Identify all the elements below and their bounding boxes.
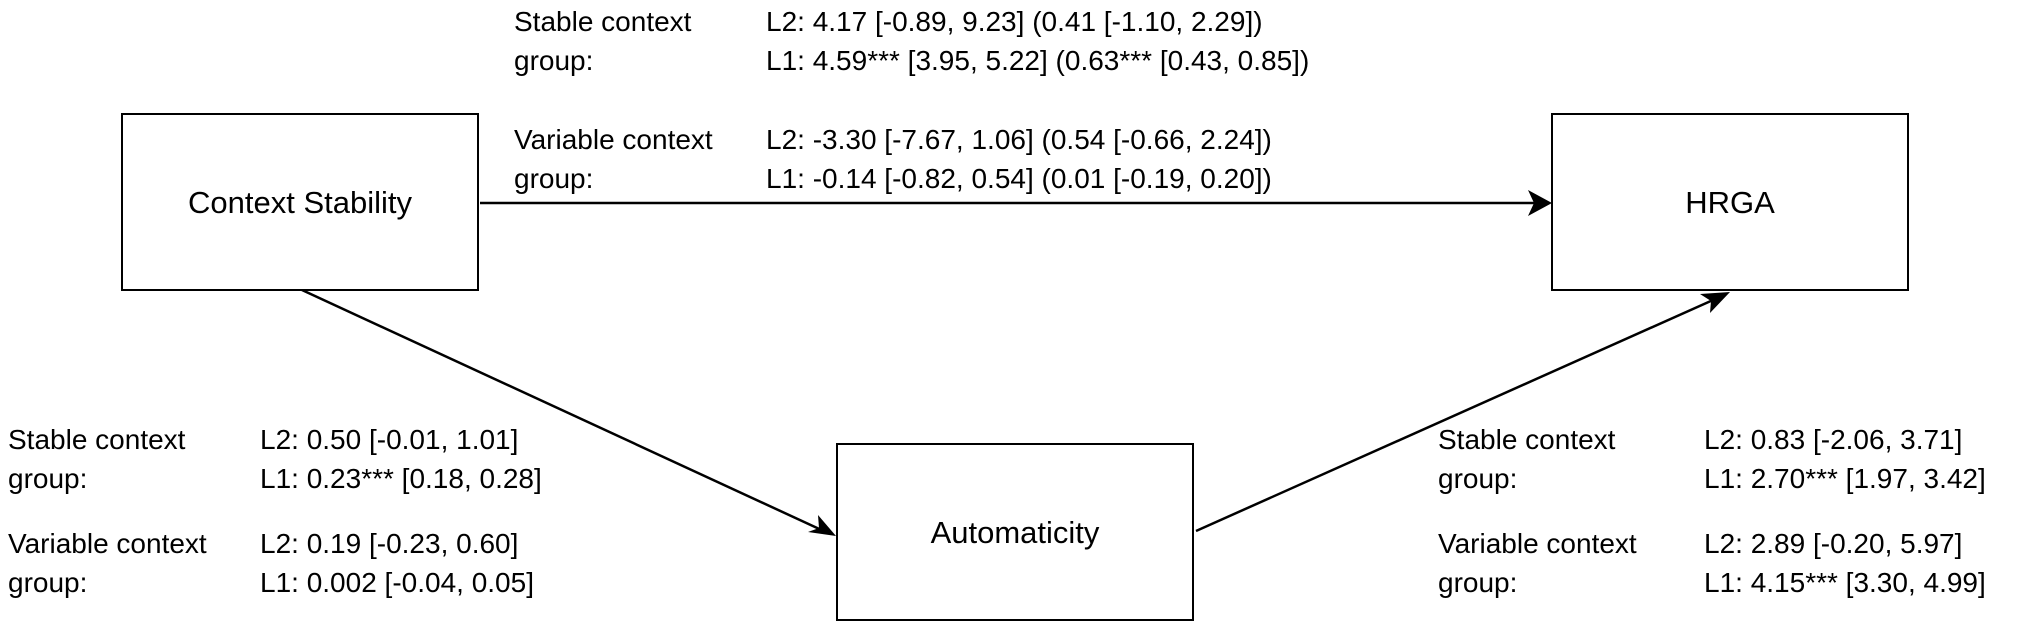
l1-estimate: L1: 0.002 [-0.04, 0.05] [260,567,534,598]
group-values: L2: 0.50 [-0.01, 1.01] L1: 0.23*** [0.18… [260,420,542,498]
group-label: Stable context group: [514,6,692,76]
arrowhead-direct [1528,190,1552,216]
arrowhead-b-path [1700,292,1730,313]
l2-estimate: L2: 0.19 [-0.23, 0.60] [260,528,519,559]
node-label: HRGA [1685,184,1775,220]
node-label: Context Stability [188,184,412,220]
node-automaticity: Automaticity [836,443,1194,621]
group-values: L2: 0.19 [-0.23, 0.60] L1: 0.002 [-0.04,… [260,524,534,602]
l2-estimate: L2: 0.83 [-2.06, 3.71] [1704,424,1963,455]
arrowhead-a-path [808,515,836,536]
l2-estimate: L2: -3.30 [-7.67, 1.06] (0.54 [-0.66, 2.… [766,124,1272,155]
l2-estimate: L2: 0.50 [-0.01, 1.01] [260,424,519,455]
l1-estimate: L1: 0.23*** [0.18, 0.28] [260,463,542,494]
arrow-b-path [1195,294,1723,533]
l1-estimate: L1: -0.14 [-0.82, 0.54] (0.01 [-0.19, 0.… [766,163,1272,194]
group-label: Stable context group: [1438,424,1616,494]
arrow-a-path [301,288,829,535]
group-label: Stable context group: [8,424,186,494]
l2-estimate: L2: 4.17 [-0.89, 9.23] (0.41 [-1.10, 2.2… [766,6,1263,37]
l2-estimate: L2: 2.89 [-0.20, 5.97] [1704,528,1963,559]
l1-estimate: L1: 2.70*** [1.97, 3.42] [1704,463,1986,494]
group-values: L2: 2.89 [-0.20, 5.97] L1: 4.15*** [3.30… [1704,524,1986,602]
node-label: Automaticity [930,514,1100,550]
group-label: Variable context group: [514,124,713,194]
l1-estimate: L1: 4.59*** [3.95, 5.22] (0.63*** [0.43,… [766,45,1310,76]
group-label: Variable context group: [8,528,207,598]
group-values: L2: 4.17 [-0.89, 9.23] (0.41 [-1.10, 2.2… [766,2,1309,80]
l1-estimate: L1: 4.15*** [3.30, 4.99] [1704,567,1986,598]
node-context-stability: Context Stability [121,113,479,291]
group-label: Variable context group: [1438,528,1637,598]
group-values: L2: -3.30 [-7.67, 1.06] (0.54 [-0.66, 2.… [766,120,1272,198]
node-hrga: HRGA [1551,113,1909,291]
group-values: L2: 0.83 [-2.06, 3.71] L1: 2.70*** [1.97… [1704,420,1986,498]
